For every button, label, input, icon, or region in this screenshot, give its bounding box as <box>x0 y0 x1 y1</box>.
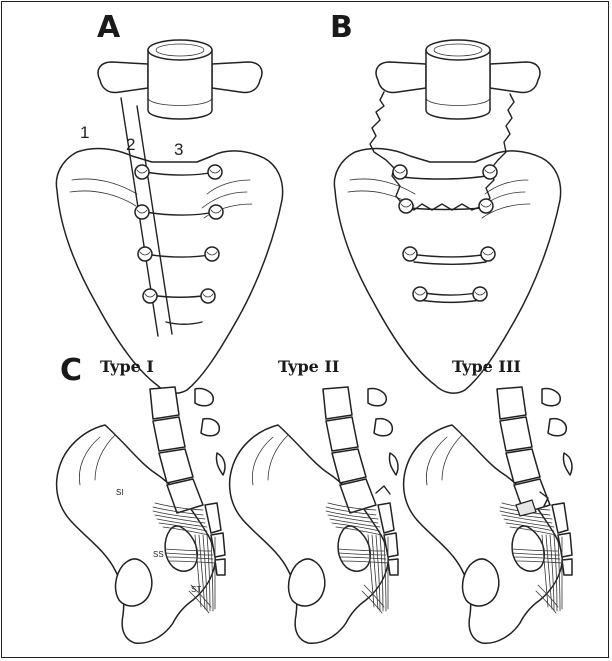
type-ii-diagram: Type II <box>230 357 398 643</box>
ligament-label-si: SI <box>116 488 124 497</box>
sacrum-b <box>334 149 560 394</box>
type-i-title: Type I <box>100 357 154 376</box>
sacrum-a <box>56 149 282 394</box>
panel-b: B <box>330 10 561 393</box>
zone-label-3: 3 <box>174 140 183 159</box>
type-ii-fracture-mark <box>376 486 390 494</box>
ligament-label-ss: SS <box>153 550 164 559</box>
panel-a: A 1 2 3 <box>56 10 282 393</box>
ligament-label-st: ST <box>191 585 201 594</box>
zone-label-2: 2 <box>126 135 135 154</box>
panel-b-letter: B <box>330 10 353 45</box>
type-iii-diagram: Type III <box>404 357 572 643</box>
panel-c: C Type I SI SS ST Type II Type I <box>57 353 572 643</box>
s1-vertebra-b <box>376 40 540 119</box>
type-iii-title: Type III <box>452 357 521 376</box>
panel-c-letter: C <box>60 353 82 388</box>
type-ii-title: Type II <box>278 357 339 376</box>
zone-label-1: 1 <box>80 123 89 142</box>
panel-a-letter: A <box>97 10 121 45</box>
type-i-diagram: Type I SI SS ST <box>57 357 225 643</box>
